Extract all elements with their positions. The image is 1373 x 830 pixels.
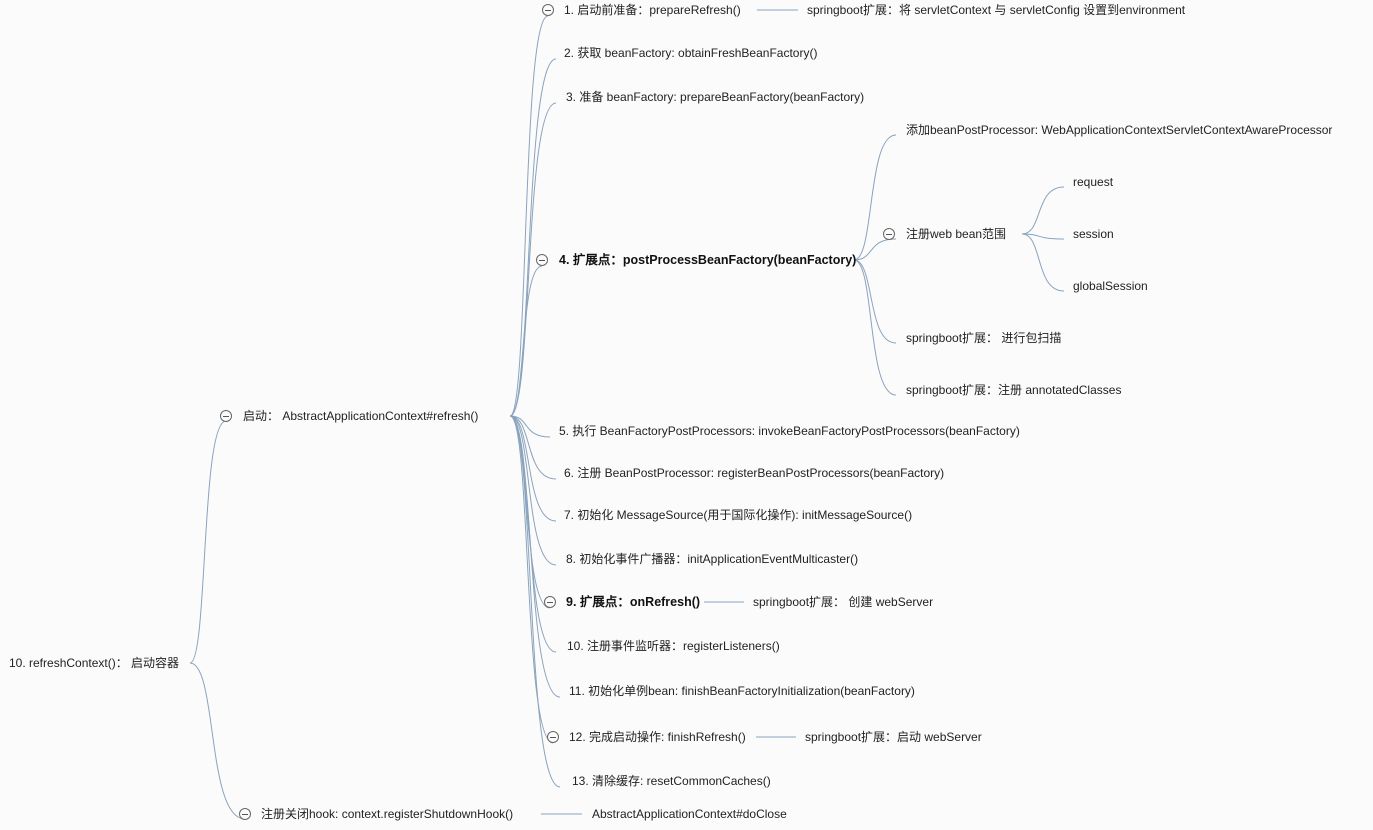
connector-step-4 xyxy=(509,265,543,417)
node-step-5-invoke-bfpp[interactable]: 5. 执行 BeanFactoryPostProcessors: invokeB… xyxy=(559,424,1020,438)
connector-step-4-child-1 xyxy=(853,134,897,261)
node-step-11-finish-bf-init[interactable]: 11. 初始化单例bean: finishBeanFactoryInitiali… xyxy=(569,684,915,698)
node-step-4-register-web-scope[interactable]: 注册web bean范围 xyxy=(906,227,1007,241)
collapse-toggle-step-1[interactable] xyxy=(542,4,554,16)
connector-step-1 xyxy=(509,15,549,417)
node-refresh-context[interactable]: 10. refreshContext()： 启动容器 xyxy=(9,656,180,670)
node-step-8-init-event-multicaster[interactable]: 8. 初始化事件广播器：initApplicationEventMulticas… xyxy=(566,552,859,566)
node-scope-request[interactable]: request xyxy=(1073,175,1114,189)
node-step-9-springboot-ext[interactable]: springboot扩展： 创建 webServer xyxy=(753,595,934,609)
connector-step-2 xyxy=(509,58,557,417)
node-step-6-register-bpp[interactable]: 6. 注册 BeanPostProcessor: registerBeanPos… xyxy=(564,466,945,480)
connector-step-11 xyxy=(509,415,561,698)
collapse-toggle-step-12[interactable] xyxy=(547,731,559,743)
node-scope-session[interactable]: session xyxy=(1073,227,1114,241)
collapse-toggle-step-9[interactable] xyxy=(544,596,556,608)
connector-scope-2 xyxy=(1021,233,1065,240)
connector-step-7 xyxy=(509,415,557,522)
connector-step-12 xyxy=(509,415,554,744)
node-step-4-post-process-bean-factory[interactable]: 4. 扩展点：postProcessBeanFactory(beanFactor… xyxy=(559,253,857,267)
connector-step-8 xyxy=(509,415,557,566)
connector-root-start xyxy=(189,420,227,664)
connector-scope-1 xyxy=(1021,186,1065,235)
node-step-1-prepare-refresh[interactable]: 1. 启动前准备：prepareRefresh() xyxy=(564,3,741,17)
node-step-4-add-bean-post-processor[interactable]: 添加beanPostProcessor: WebApplicationConte… xyxy=(906,123,1333,137)
node-step-7-init-message-source[interactable]: 7. 初始化 MessageSource(用于国际化操作): initMessa… xyxy=(564,508,913,522)
node-step-12-springboot-ext[interactable]: springboot扩展：启动 webServer xyxy=(805,730,982,744)
collapse-toggle-web-scope[interactable] xyxy=(883,228,895,240)
node-do-close[interactable]: AbstractApplicationContext#doClose xyxy=(592,807,787,821)
node-step-9-on-refresh[interactable]: 9. 扩展点：onRefresh() xyxy=(566,595,701,609)
connector-step-6 xyxy=(509,415,557,480)
connector-step-10 xyxy=(509,415,557,653)
connector-step-13 xyxy=(509,415,561,788)
collapse-toggle-start[interactable] xyxy=(220,410,232,422)
connector-step-4-child-3 xyxy=(853,259,897,344)
connector-step-3 xyxy=(509,102,557,417)
node-step-12-finish-refresh[interactable]: 12. 完成启动操作: finishRefresh() xyxy=(569,730,746,744)
connector-step-4-child-4 xyxy=(853,259,897,396)
node-start-refresh[interactable]: 启动： AbstractApplicationContext#refresh() xyxy=(243,409,479,423)
collapse-toggle-step-4[interactable] xyxy=(536,254,548,266)
collapse-toggle-hook[interactable] xyxy=(239,808,251,820)
connector-scope-3 xyxy=(1021,233,1065,292)
node-step-13-reset-caches[interactable]: 13. 清除缓存: resetCommonCaches() xyxy=(572,774,771,788)
connector-root-hook xyxy=(189,662,246,820)
node-step-1-springboot-ext[interactable]: springboot扩展：将 servletContext 与 servletC… xyxy=(807,3,1186,17)
node-scope-global-session[interactable]: globalSession xyxy=(1073,279,1148,293)
node-step-3-prepare-bean-factory[interactable]: 3. 准备 beanFactory: prepareBeanFactory(be… xyxy=(566,90,865,104)
node-step-2-obtain-bean-factory[interactable]: 2. 获取 beanFactory: obtainFreshBeanFactor… xyxy=(564,46,818,60)
node-step-4-annotated-classes[interactable]: springboot扩展：注册 annotatedClasses xyxy=(906,383,1122,397)
node-step-10-register-listeners[interactable]: 10. 注册事件监听器：registerListeners() xyxy=(567,639,780,653)
node-register-shutdown-hook[interactable]: 注册关闭hook: context.registerShutdownHook() xyxy=(261,807,514,821)
connector-step-4-child-2 xyxy=(853,238,897,261)
node-step-4-package-scan[interactable]: springboot扩展： 进行包扫描 xyxy=(906,331,1062,345)
